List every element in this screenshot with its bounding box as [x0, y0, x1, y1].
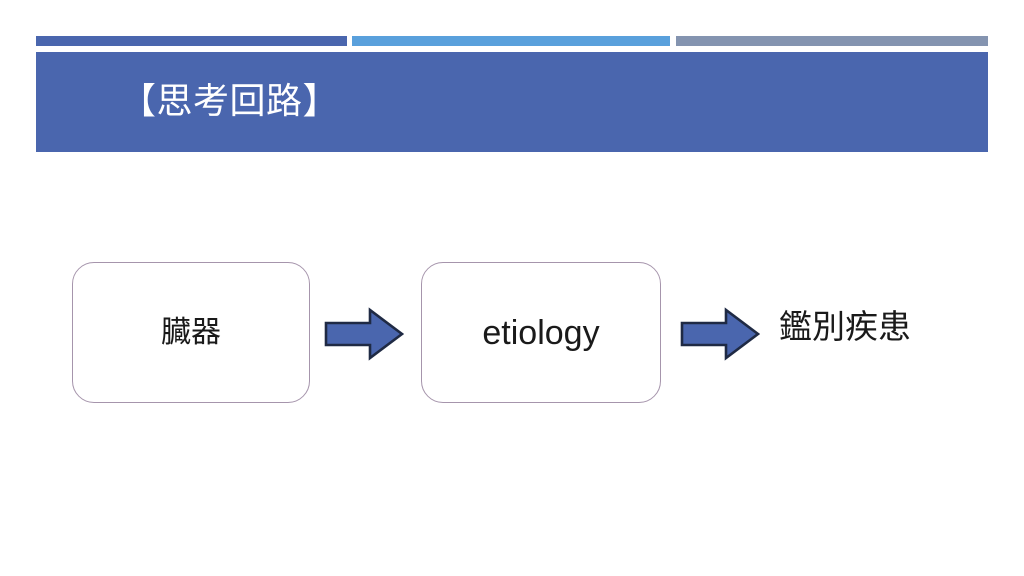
flow-step-box-organ: 臓器 [72, 262, 310, 403]
title-banner: 【思考回路】 [36, 52, 988, 152]
arrow-right-icon-1 [324, 307, 404, 361]
accent-bar-gray-blue [676, 36, 988, 46]
flow-step-label-differential-diagnosis: 鑑別疾患 [779, 307, 911, 346]
flow-step-box-etiology: etiology [421, 262, 661, 403]
flow-step-label-organ: 臓器 [161, 314, 221, 350]
arrow-right-icon-2 [680, 307, 760, 361]
accent-bar-dark-blue [36, 36, 347, 46]
page-title: 【思考回路】 [120, 81, 340, 122]
accent-bar-light-blue [352, 36, 670, 46]
flow-step-label-etiology: etiology [482, 313, 600, 352]
